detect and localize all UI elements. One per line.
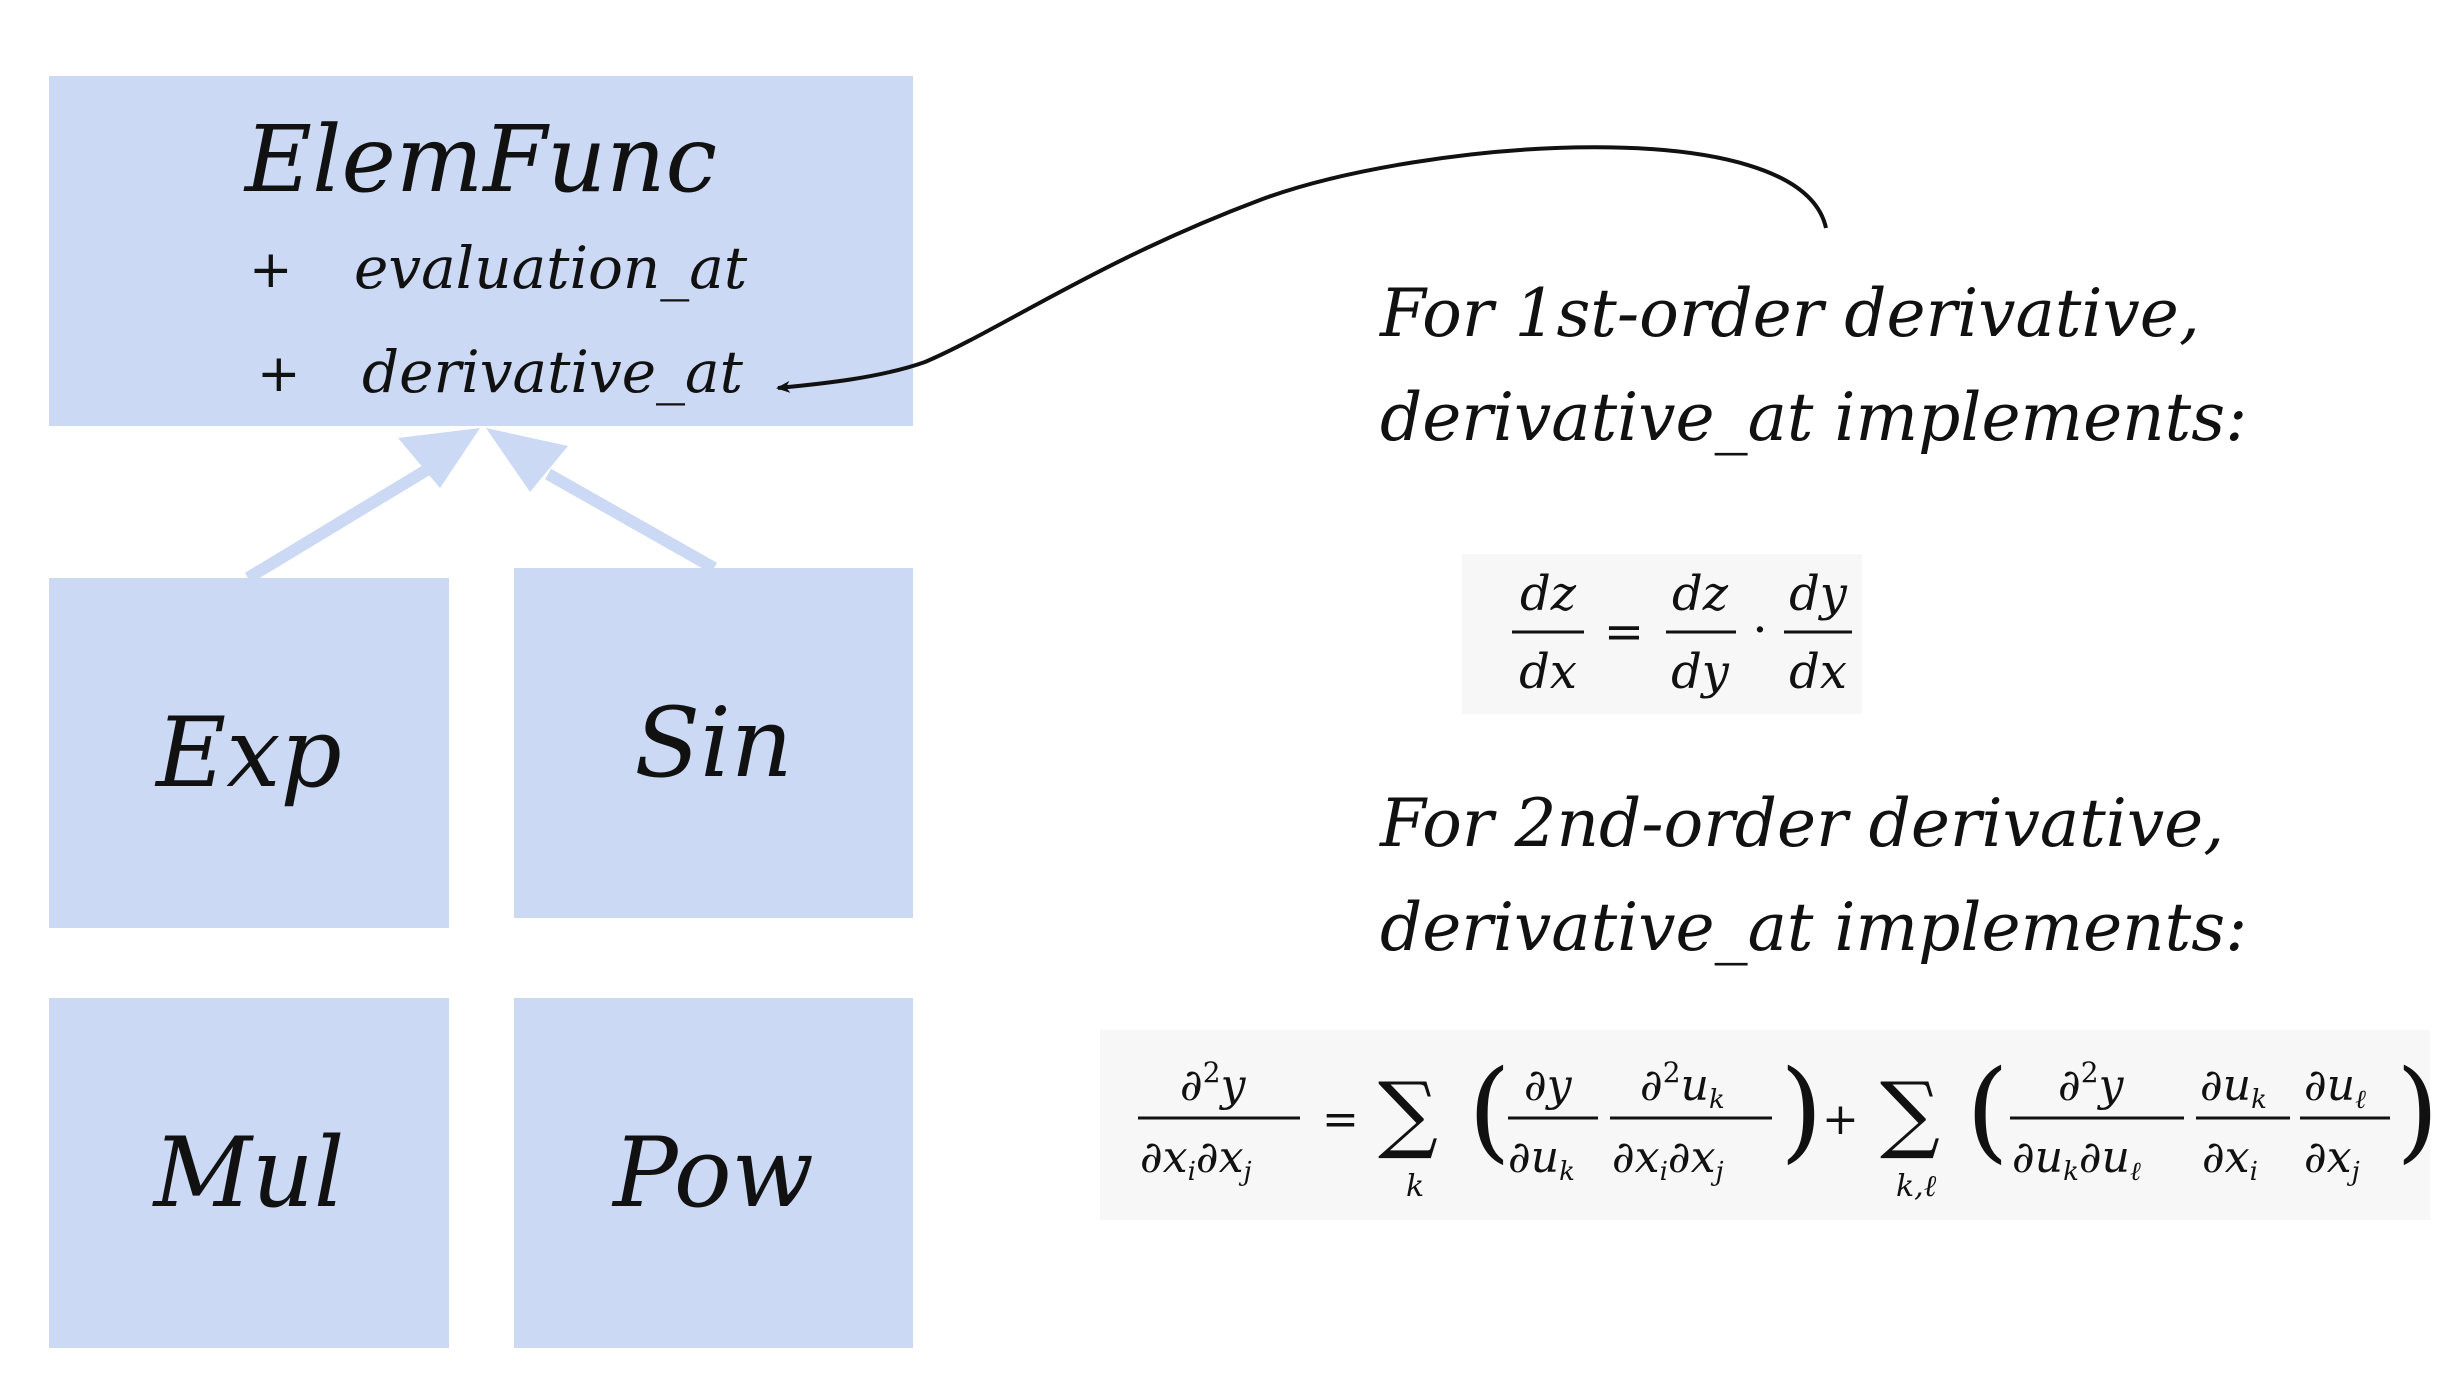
svg-text:∂y: ∂y xyxy=(1524,1060,1573,1111)
pow-class-label: Pow xyxy=(613,1117,814,1229)
term2-fraction-b: ∂uk ∂xi xyxy=(2196,1060,2290,1187)
exp-class-box: Exp xyxy=(49,578,449,928)
sin-class-box: Sin xyxy=(514,568,913,918)
first-order-note-line1: For 1st-order derivative, xyxy=(1380,275,2200,352)
paren-open-2: ( xyxy=(1966,1046,2009,1174)
paren-close-2: ) xyxy=(2396,1046,2438,1174)
elemfunc-class-box: ElemFunc + evaluation_at + derivative_at xyxy=(49,76,913,426)
frac2-num: dz xyxy=(1672,566,1729,622)
inherit-arrow-sin xyxy=(545,468,717,574)
formula1-equals: = xyxy=(1604,604,1644,660)
sum-k-index: k xyxy=(1406,1169,1424,1204)
first-order-note-line2: derivative_at implements: xyxy=(1380,379,2248,456)
public-marker: + xyxy=(249,240,293,300)
mul-class-label: Mul xyxy=(153,1117,345,1229)
svg-text:∂2uk: ∂2uk xyxy=(1640,1056,1725,1115)
svg-text:∂xi∂xj: ∂xi∂xj xyxy=(1612,1132,1724,1187)
formula2-equals: = xyxy=(1322,1094,1359,1145)
method-evaluation-at: + evaluation_at xyxy=(49,234,913,314)
inherit-arrowhead-exp xyxy=(398,428,480,488)
svg-text:∂2y: ∂2y xyxy=(2058,1056,2125,1111)
exp-class-label: Exp xyxy=(156,697,342,809)
paren-open-1: ( xyxy=(1468,1046,1511,1174)
mul-class-box: Mul xyxy=(49,998,449,1348)
svg-text:∂uk: ∂uk xyxy=(2200,1060,2267,1115)
svg-text:∂xj: ∂xj xyxy=(2304,1132,2360,1187)
frac3-den: dx xyxy=(1789,644,1847,700)
method-name: evaluation_at xyxy=(354,234,748,302)
elemfunc-title: ElemFunc xyxy=(244,106,718,213)
second-order-note-line1: For 2nd-order derivative, xyxy=(1380,785,2225,862)
first-order-note: For 1st-order derivative, derivative_at … xyxy=(1380,262,2247,470)
first-order-formula-bg xyxy=(1462,554,1862,714)
term2-fraction-a: ∂2y ∂uk∂uℓ xyxy=(2010,1056,2184,1187)
frac1-den: dx xyxy=(1519,644,1577,700)
svg-text:∂uk: ∂uk xyxy=(1508,1132,1575,1187)
pointer-arrow xyxy=(776,145,1828,393)
second-order-note: For 2nd-order derivative, derivative_at … xyxy=(1380,772,2247,980)
formula1-dot: · xyxy=(1752,602,1767,658)
lhs-fraction: ∂2y ∂xi∂xj xyxy=(1138,1056,1300,1187)
sum-kl: ∑ xyxy=(1880,1064,1940,1162)
sin-class-label: Sin xyxy=(634,687,793,799)
public-marker: + xyxy=(257,344,301,404)
inherit-arrowhead-sin xyxy=(486,428,568,492)
term1-fraction-b: ∂2uk ∂xi∂xj xyxy=(1610,1056,1772,1187)
paren-close-1: ) xyxy=(1780,1046,1823,1174)
sum-kl-index: k,ℓ xyxy=(1896,1169,1937,1204)
frac2-den: dy xyxy=(1671,644,1730,700)
term1-fraction-a: ∂y ∂uk xyxy=(1508,1060,1598,1187)
frac3-num: dy xyxy=(1789,566,1848,622)
frac1-num: dz xyxy=(1520,566,1577,622)
inherit-arrow-exp xyxy=(244,462,434,584)
term2-fraction-c: ∂uℓ ∂xj xyxy=(2300,1060,2390,1187)
svg-text:∂xi: ∂xi xyxy=(2202,1132,2258,1187)
svg-text:∂uk∂uℓ: ∂uk∂uℓ xyxy=(2012,1132,2141,1187)
formula2-plus: + xyxy=(1822,1094,1859,1145)
svg-text:∂2y: ∂2y xyxy=(1180,1056,1247,1111)
svg-text:∂uℓ: ∂uℓ xyxy=(2304,1060,2366,1115)
sum-k: ∑ xyxy=(1378,1064,1438,1162)
second-order-note-line2: derivative_at implements: xyxy=(1380,889,2248,966)
pow-class-box: Pow xyxy=(514,998,913,1348)
method-name: derivative_at xyxy=(362,338,743,406)
second-order-formula-bg xyxy=(1100,1030,2430,1220)
svg-text:∂xi∂xj: ∂xi∂xj xyxy=(1140,1132,1252,1187)
method-derivative-at: + derivative_at xyxy=(49,338,913,418)
